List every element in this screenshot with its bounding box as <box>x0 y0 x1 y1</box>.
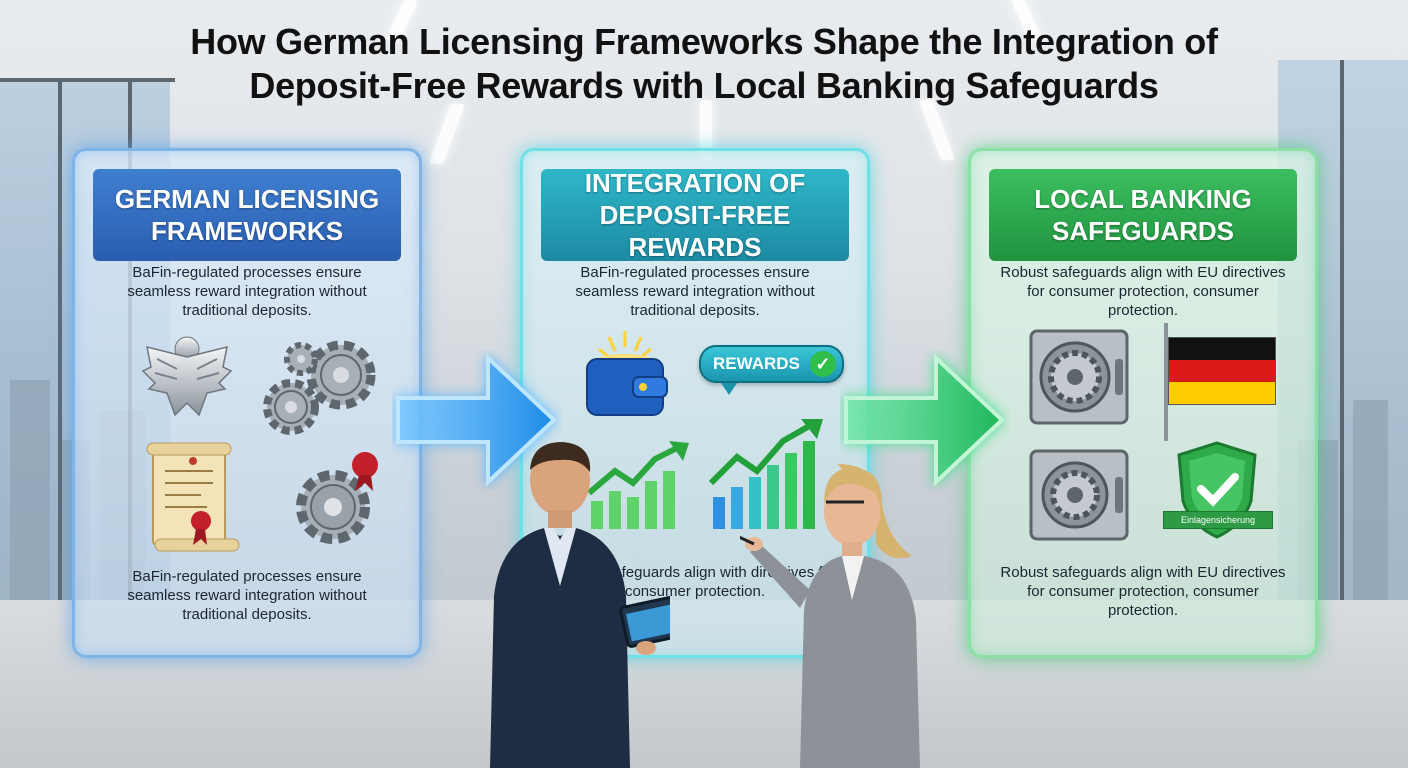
title-line-1: How German Licensing Frameworks Shape th… <box>190 21 1218 62</box>
page-title: How German Licensing Frameworks Shape th… <box>0 20 1408 108</box>
panel-text-top: BaFin-regulated processes ensure seamles… <box>575 264 815 319</box>
panel-heading-line-1: LOCAL BANKING <box>1034 184 1252 214</box>
checkmark-icon: ✓ <box>809 351 836 377</box>
flag-pole <box>1164 323 1168 441</box>
businessman-figure <box>490 442 670 768</box>
flag-stripe <box>1169 338 1275 360</box>
panel-heading: GERMAN LICENSING FRAMEWORKS <box>93 169 401 261</box>
rewards-badge: REWARDS ✓ <box>699 345 844 383</box>
panel-heading-line-2: DEPOSIT-FREE REWARDS <box>599 200 791 262</box>
window-frame <box>1340 60 1344 660</box>
panel-text-top: BaFin-regulated processes ensure seamles… <box>127 264 367 319</box>
city-building <box>10 380 50 640</box>
flag-stripe <box>1169 382 1275 404</box>
growth-chart-icon <box>587 441 689 529</box>
ceiling-light <box>700 100 712 160</box>
panel-heading-line-1: GERMAN LICENSING <box>114 184 380 214</box>
german-flag-icon <box>1168 337 1276 405</box>
panel-text-top: Robust safeguards align with EU directiv… <box>1000 264 1286 319</box>
rewards-badge-label: REWARDS <box>713 354 800 373</box>
bank-vault-icon <box>1029 449 1129 541</box>
gear-with-seal-icon <box>296 452 378 544</box>
flow-arrow-right-icon <box>844 353 1005 487</box>
shield-banner: Einlagensicherung <box>1163 511 1273 529</box>
bank-vault-icon <box>1029 329 1129 425</box>
speech-bubble-tail <box>721 383 737 395</box>
panel-heading-line-1: INTEGRATION OF <box>584 168 806 198</box>
panel-heading-line-2: FRAMEWORKS <box>150 216 344 246</box>
panel-heading: LOCAL BANKING SAFEGUARDS <box>989 169 1297 261</box>
federal-eagle-icon <box>141 336 233 417</box>
flow-arrow-right-icon <box>396 353 557 487</box>
panel-text-bottom: Robust safeguards align with EU directiv… <box>1000 564 1286 619</box>
businesswoman-figure <box>740 464 920 768</box>
panel-local-banking-safeguards: LOCAL BANKING SAFEGUARDS Robust safeguar… <box>968 148 1318 658</box>
panel-german-licensing: GERMAN LICENSING FRAMEWORKS BaFin-regula… <box>72 148 422 658</box>
growth-chart-icon <box>708 419 823 529</box>
window-frame <box>0 78 175 82</box>
window-frame <box>58 80 62 640</box>
panel-text-bottom: BaFin-regulated processes ensure seamles… <box>127 568 367 623</box>
certificate-scroll-icon <box>146 442 240 552</box>
wallet-icon <box>586 331 668 416</box>
panel-heading-line-2: SAFEGUARDS <box>1051 216 1234 246</box>
flag-stripe <box>1169 360 1275 382</box>
panel-heading: INTEGRATION OF DEPOSIT-FREE REWARDS <box>541 168 849 262</box>
title-line-2: Deposit-Free Rewards with Local Banking … <box>249 65 1159 106</box>
gears-icon <box>263 340 376 435</box>
